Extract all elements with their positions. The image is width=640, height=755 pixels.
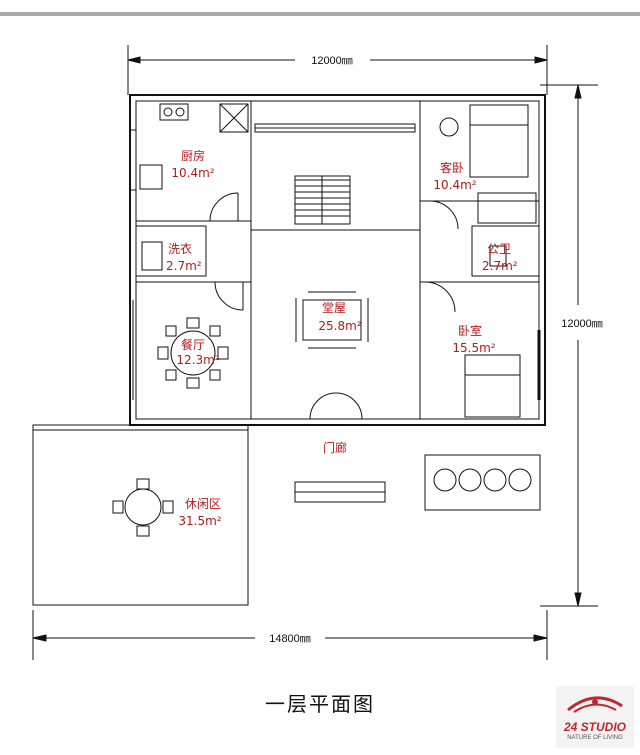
chair (209, 369, 221, 381)
toilet (489, 245, 507, 267)
master-bed (464, 354, 521, 418)
fridge-cross (219, 103, 249, 133)
shrub (458, 468, 482, 492)
sink (159, 103, 189, 121)
room-name: 洗衣 (168, 241, 192, 256)
chair (162, 500, 174, 514)
room-name: 公卫 (487, 242, 511, 256)
guest-door-swing (429, 200, 459, 230)
washer (141, 241, 163, 271)
front-door-swing (309, 392, 337, 420)
chair (186, 317, 200, 329)
room-area: 10.4m² (171, 166, 214, 180)
room-name: 门廊 (323, 440, 347, 455)
studio-logo: 24 STUDIO NATURE OF LIVING (556, 686, 634, 748)
room-name: 休闲区 (185, 497, 221, 511)
chair (209, 325, 221, 337)
room-name: 客卧 (440, 160, 464, 175)
arrow (574, 592, 582, 607)
chair (136, 525, 150, 537)
arrow (534, 56, 548, 64)
terrace-table (124, 488, 162, 526)
arrow (574, 84, 582, 99)
bathroom (471, 225, 540, 277)
chair (217, 346, 229, 360)
hall-table (302, 299, 362, 341)
guest-bed (469, 104, 529, 178)
chair (165, 369, 177, 381)
logo-title: 24 STUDIO (563, 720, 626, 734)
dim-right-label: 12000㎜ (561, 318, 603, 330)
outer-wall (129, 94, 546, 426)
leisure-terrace (32, 424, 249, 606)
chair (165, 325, 177, 337)
shrub (508, 468, 532, 492)
planter (424, 454, 541, 511)
laundry-room (135, 225, 207, 277)
arrow (533, 634, 548, 642)
chair (112, 500, 124, 514)
room-area: 31.5m² (178, 514, 221, 528)
bath-cabinet (477, 192, 537, 224)
master-door-swing (424, 281, 456, 313)
guest-bedroom (419, 100, 540, 202)
shrub (433, 468, 457, 492)
arrow (32, 634, 47, 642)
dining-door-swing (214, 281, 244, 311)
chair (157, 346, 169, 360)
front-door-swing (335, 392, 363, 420)
stove-burner (175, 107, 185, 117)
room-name: 餐厅 (181, 337, 205, 352)
dim-bottom-label: 14800㎜ (269, 633, 311, 645)
shrub (483, 468, 507, 492)
room-area: 2.7m² (482, 259, 518, 273)
room-area: 10.4m² (433, 178, 476, 192)
plan-caption: 一层平面图 (265, 692, 375, 716)
room-area: 15.5m² (452, 341, 495, 355)
dim-top-label: 12000㎜ (311, 55, 353, 67)
stove-burner (163, 107, 173, 117)
dining-table (170, 330, 216, 376)
logo-subtitle: NATURE OF LIVING (567, 735, 623, 741)
top-border (0, 0, 640, 16)
room-area: 2.7m² (166, 259, 202, 273)
room-name: 卧室 (458, 323, 482, 338)
appliance (139, 164, 163, 190)
room-name: 堂屋 (322, 301, 346, 315)
bedside-lamp (439, 117, 459, 137)
logo-mark-icon (567, 696, 623, 713)
room-area: 25.8m² (318, 319, 361, 333)
room-name: 厨房 (181, 148, 205, 163)
chair (186, 377, 200, 389)
arrow (127, 56, 141, 64)
chair (136, 478, 150, 490)
fridge (219, 103, 249, 133)
room-area: 12.3m² (176, 353, 219, 367)
kitchen-door-swing (209, 192, 239, 222)
